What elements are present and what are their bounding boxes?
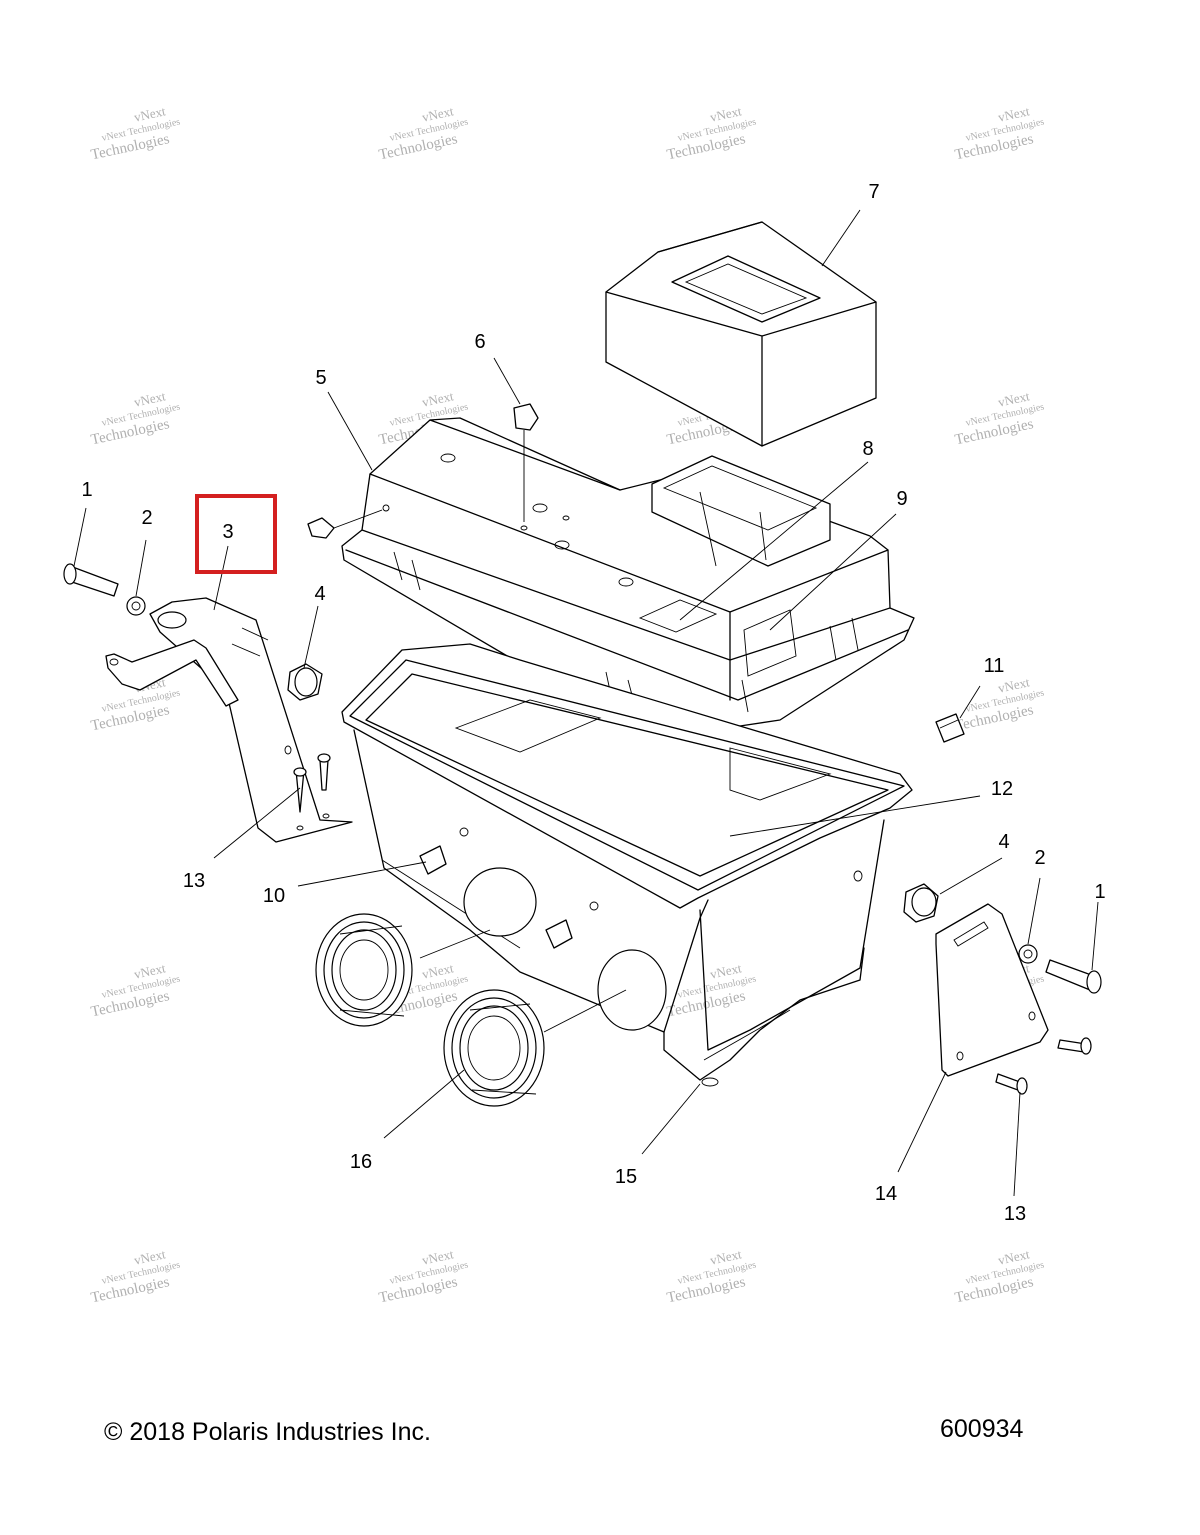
watermark-text: vNext <box>709 103 744 124</box>
callout-11: 11 <box>984 655 1005 677</box>
callout-3: 3 <box>222 521 233 543</box>
part-7-prefilter <box>605 221 877 447</box>
callout-13-right: 13 <box>1004 1203 1026 1225</box>
callout-6: 6 <box>474 331 485 353</box>
watermark-text: vNext <box>133 960 168 981</box>
part-5-airbox-cover <box>341 417 915 741</box>
watermark-text: vNext <box>997 1246 1032 1267</box>
part-12-airbox-base <box>341 643 913 1087</box>
watermark-text: vNext <box>133 103 168 124</box>
callout-9: 9 <box>896 488 907 510</box>
watermark-text: vNext <box>421 960 456 981</box>
part-14-right-bracket <box>935 903 1049 1077</box>
watermark-text: vNext <box>421 1246 456 1267</box>
callout-7: 7 <box>868 181 879 203</box>
callout-numbers: 1 2 3 4 5 6 7 8 9 10 11 12 13 4 2 1 14 1… <box>81 181 1105 1225</box>
callout-1-left: 1 <box>81 479 92 501</box>
watermark-text: vNext <box>133 1246 168 1267</box>
diagram-number: 600934 <box>940 1415 1024 1443</box>
hardware-small-parts <box>63 403 1102 1095</box>
callout-12: 12 <box>991 778 1013 800</box>
watermark-text: vNext <box>709 1246 744 1267</box>
watermark-text: vNext <box>133 388 168 409</box>
watermark-text: vNext <box>997 103 1032 124</box>
highlight-box-callout-3 <box>195 494 277 574</box>
callout-13-left: 13 <box>183 870 205 892</box>
callout-16: 16 <box>350 1151 372 1173</box>
watermark-text: vNext <box>421 103 456 124</box>
callout-15: 15 <box>615 1166 637 1188</box>
callout-5: 5 <box>315 367 326 389</box>
copyright-text: © 2018 Polaris Industries Inc. <box>104 1418 431 1446</box>
callout-4-left: 4 <box>314 583 325 605</box>
callout-2-right: 2 <box>1034 847 1045 869</box>
watermark-text: vNext <box>421 388 456 409</box>
callout-10: 10 <box>263 885 285 907</box>
callout-8: 8 <box>862 438 873 460</box>
watermark-text: vNext <box>997 388 1032 409</box>
part-16-couplers <box>315 913 545 1107</box>
callout-1-right: 1 <box>1094 881 1105 903</box>
callout-2-left: 2 <box>141 507 152 529</box>
watermark-text: vNext <box>709 960 744 981</box>
watermark-text: vNext <box>997 674 1032 695</box>
callout-14: 14 <box>875 1183 897 1205</box>
leader-lines <box>73 209 1099 1197</box>
callout-4-right: 4 <box>998 831 1009 853</box>
